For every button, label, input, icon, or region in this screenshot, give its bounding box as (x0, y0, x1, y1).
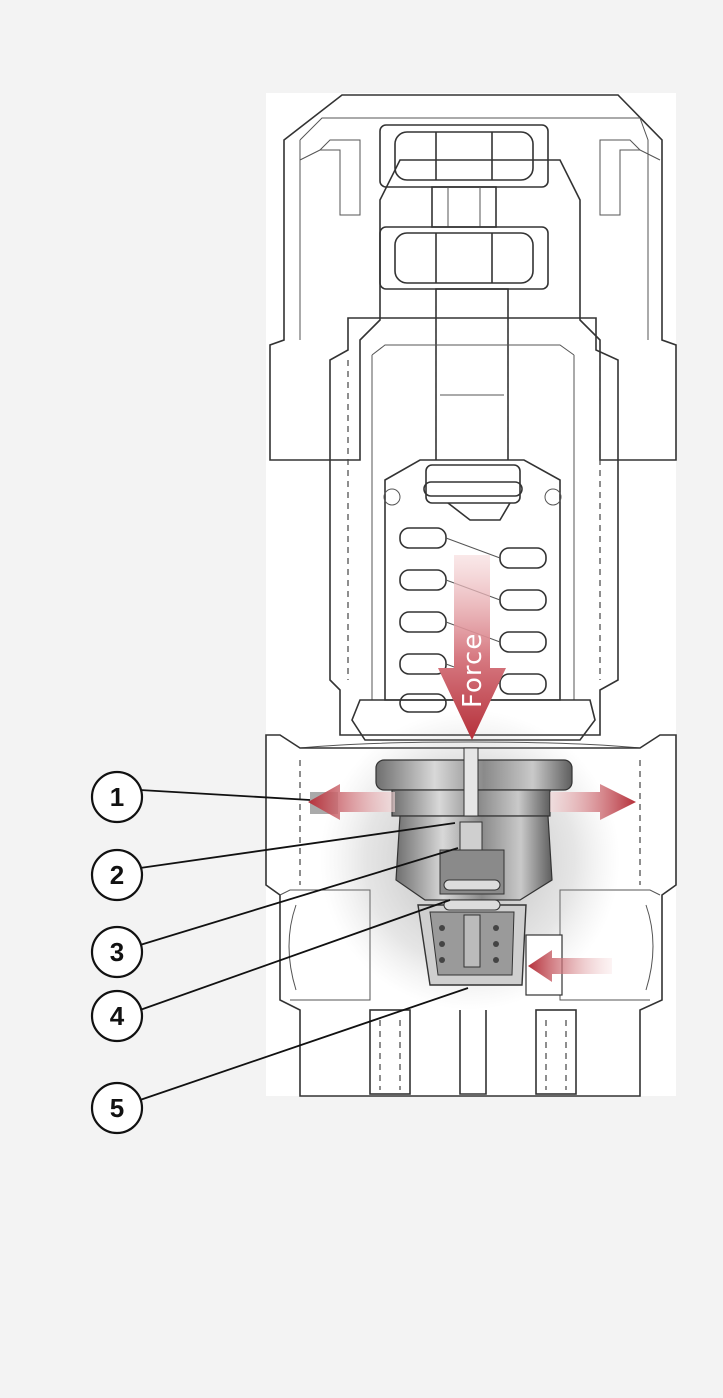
callout-4-label: 4 (110, 1001, 125, 1031)
outlet-arrow-right (550, 784, 636, 820)
callout-3-label: 3 (110, 937, 124, 967)
bonnet (329, 317, 619, 736)
outlet-arrow-left (308, 784, 395, 820)
leader-line-1 (139, 789, 311, 801)
callout-5: 5 (90, 1081, 144, 1135)
inlet-arrow (528, 950, 612, 982)
callout-2: 2 (90, 848, 144, 902)
callout-5-label: 5 (110, 1093, 124, 1123)
leader-line-3 (139, 847, 459, 946)
callout-leaders (139, 789, 469, 1101)
leader-line-5 (139, 987, 469, 1101)
callout-2-label: 2 (110, 860, 124, 890)
force-arrow (438, 555, 506, 740)
lower-nut (379, 226, 549, 290)
force-label: Force (458, 633, 488, 708)
leader-line-4 (139, 899, 451, 1011)
callout-1-label: 1 (110, 782, 124, 812)
callout-4: 4 (90, 989, 144, 1043)
leader-line-2 (139, 822, 456, 869)
callout-1: 1 (90, 770, 144, 824)
valve-cap (269, 94, 677, 461)
callout-3: 3 (90, 925, 144, 979)
